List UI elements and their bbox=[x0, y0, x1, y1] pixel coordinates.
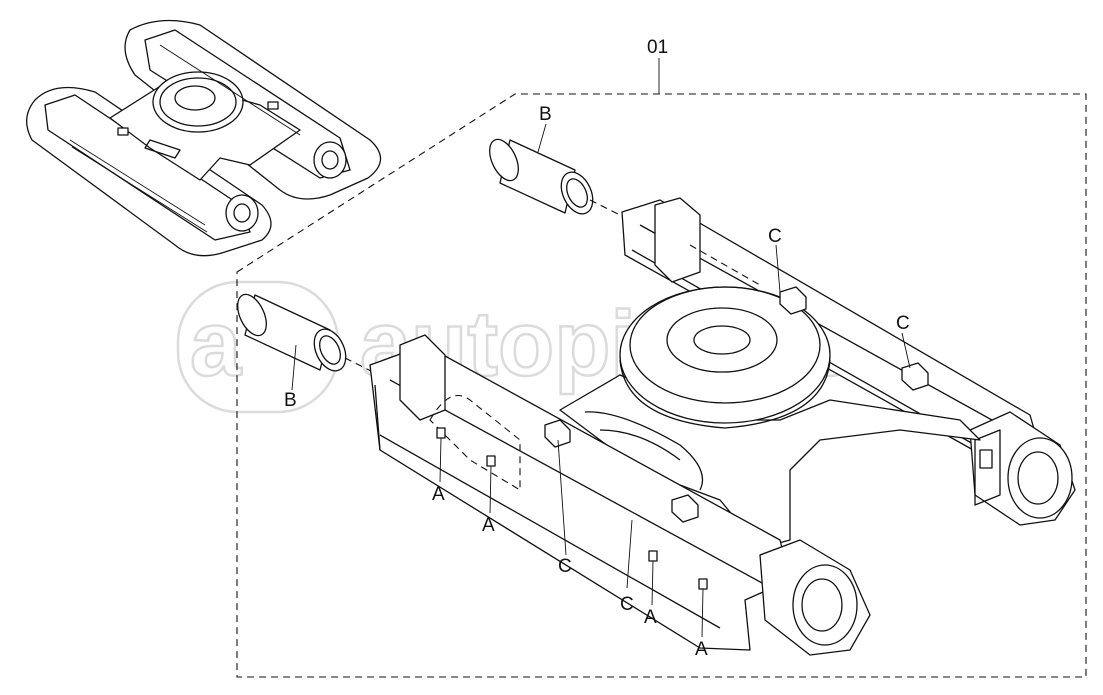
watermark-logo-glyph: a bbox=[190, 293, 242, 395]
pin-b-upper bbox=[489, 138, 661, 236]
callout-a-1: A bbox=[432, 484, 445, 505]
leader-a-4 bbox=[701, 588, 704, 638]
assembly-boundary bbox=[236, 93, 1087, 678]
callout-c-4: C bbox=[620, 594, 634, 615]
overview-frame bbox=[26, 19, 382, 257]
callout-a-4: A bbox=[695, 639, 708, 660]
callout-01: 01 bbox=[647, 37, 668, 58]
leader-c-2 bbox=[901, 332, 911, 369]
callout-c-2: C bbox=[896, 313, 910, 334]
leader-a-3 bbox=[651, 560, 654, 606]
callout-c-3: C bbox=[558, 556, 572, 577]
leader-a-1 bbox=[439, 437, 442, 483]
leader-c-4 bbox=[626, 519, 633, 589]
leader-b-lower bbox=[291, 344, 297, 391]
callout-b-lower: B bbox=[284, 390, 297, 411]
leader-c-3 bbox=[557, 439, 567, 556]
callout-c-1: C bbox=[768, 226, 782, 247]
leader-c-1 bbox=[775, 244, 781, 293]
callout-a-3: A bbox=[644, 607, 657, 628]
callout-b-upper: B bbox=[539, 104, 552, 125]
track-frame bbox=[369, 197, 1076, 656]
leader-b-upper bbox=[537, 123, 547, 153]
leader-a-2 bbox=[489, 465, 492, 514]
callout-a-2: A bbox=[482, 515, 495, 536]
